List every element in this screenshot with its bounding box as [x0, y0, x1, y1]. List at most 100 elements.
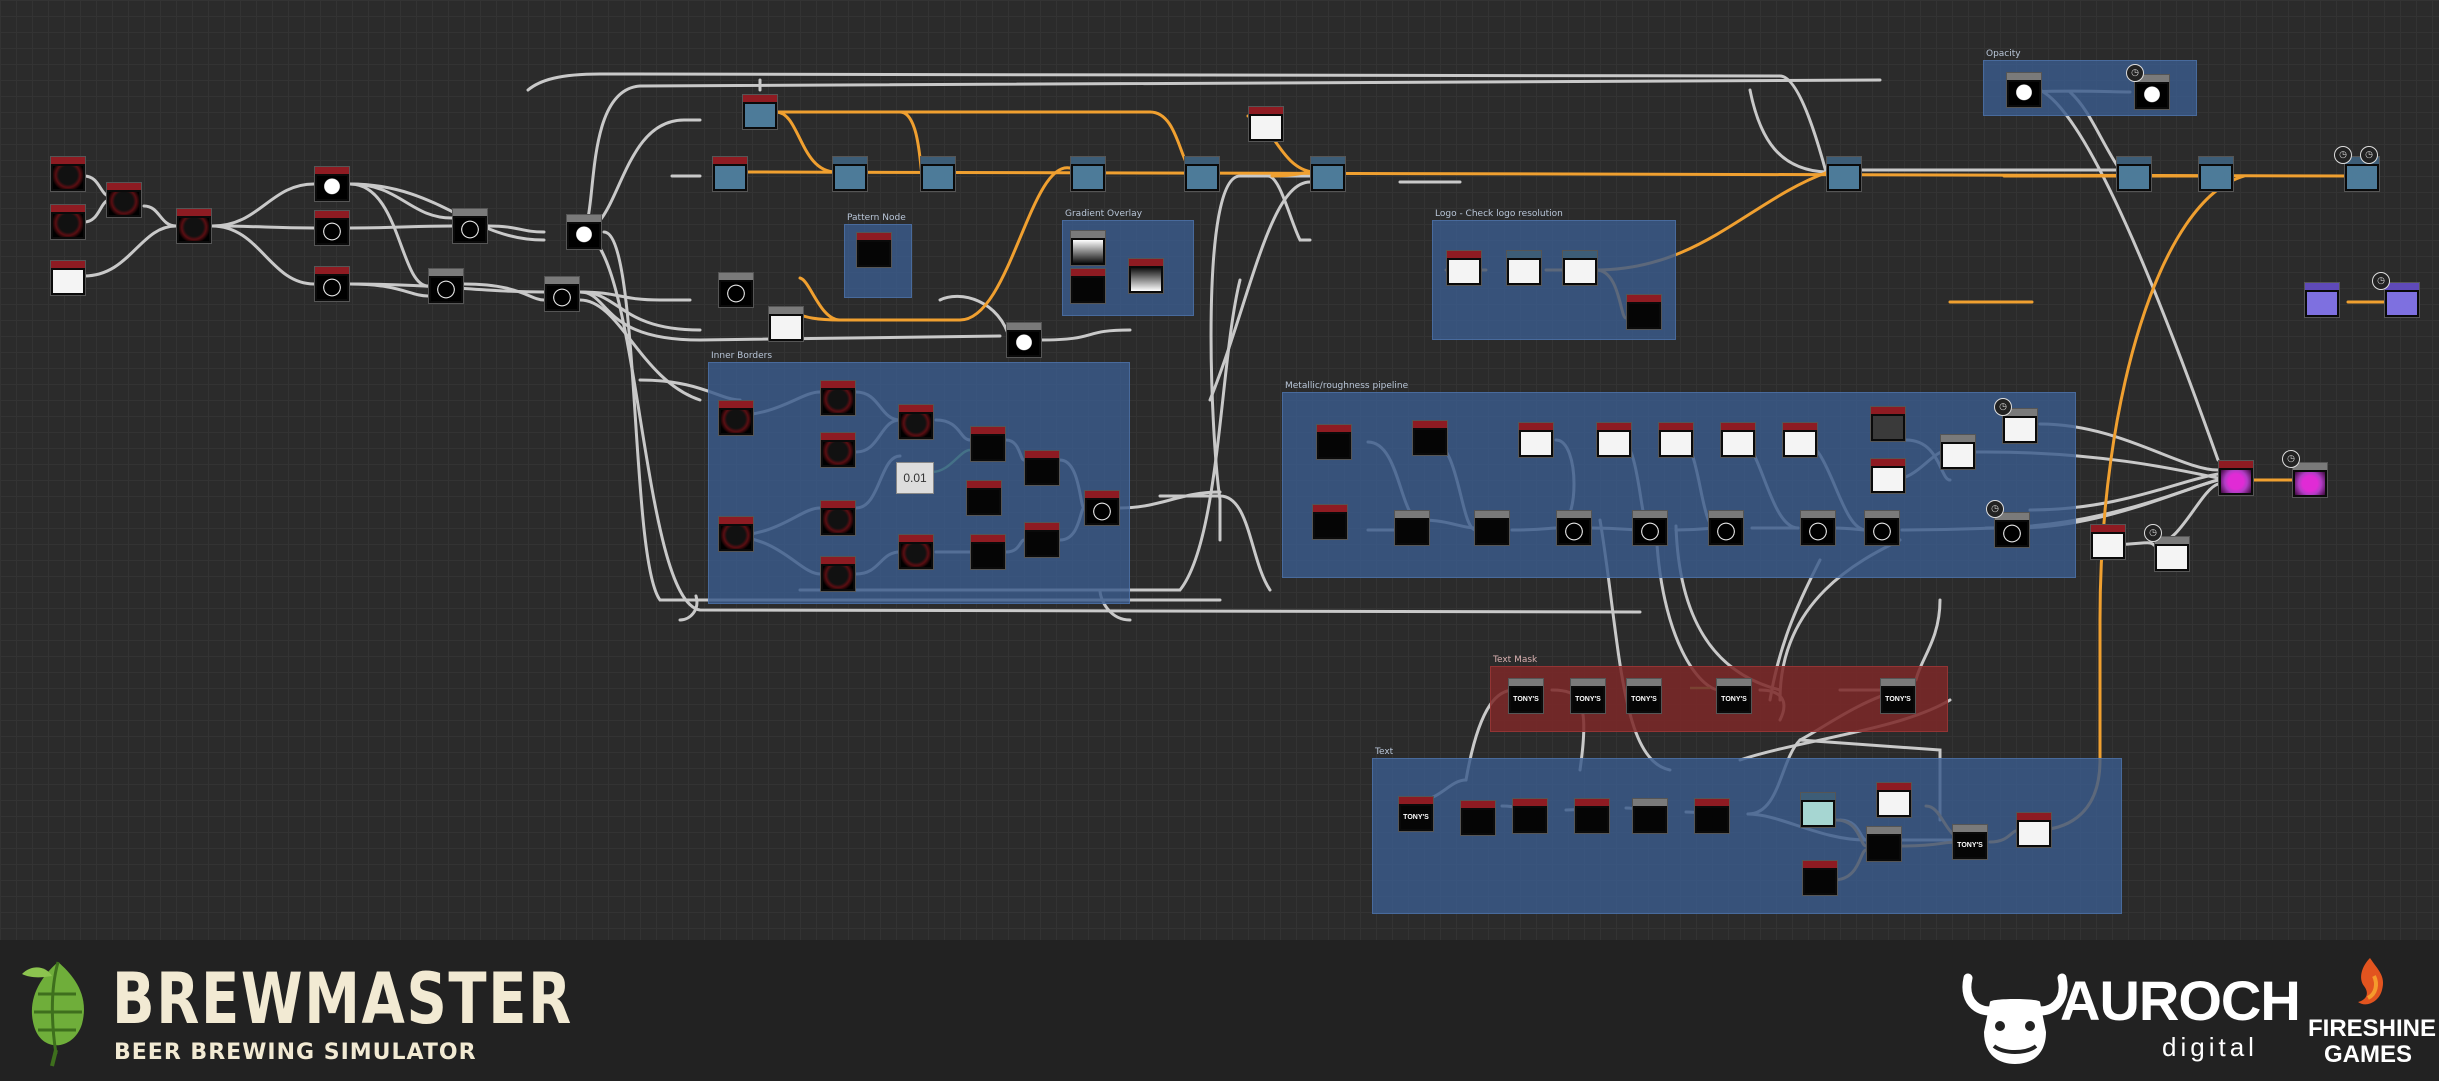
graph-node[interactable] — [2198, 156, 2234, 192]
graph-node[interactable] — [566, 214, 602, 250]
graph-node[interactable] — [1574, 798, 1610, 834]
graph-node[interactable] — [970, 534, 1006, 570]
graph-node[interactable] — [1316, 424, 1352, 460]
graph-node[interactable] — [1866, 826, 1902, 862]
graph-node[interactable] — [1412, 420, 1448, 456]
graph-node[interactable] — [1708, 510, 1744, 546]
graph-node[interactable] — [1512, 798, 1548, 834]
graph-node[interactable] — [1518, 422, 1554, 458]
graph-node[interactable] — [2292, 462, 2328, 498]
graph-node[interactable] — [2090, 524, 2126, 560]
graph-node[interactable] — [1632, 510, 1668, 546]
frame-metallic-roughness[interactable]: Metallic/roughness pipeline — [1282, 381, 2076, 578]
graph-node[interactable] — [314, 166, 350, 202]
graph-node[interactable] — [970, 426, 1006, 462]
graph-node[interactable] — [820, 556, 856, 592]
graph-node[interactable] — [1800, 792, 1836, 828]
graph-node[interactable] — [920, 156, 956, 192]
graph-node[interactable] — [718, 272, 754, 308]
graph-node[interactable] — [2384, 282, 2420, 318]
graph-node[interactable] — [712, 156, 748, 192]
graph-node[interactable] — [2116, 156, 2152, 192]
graph-node[interactable] — [768, 306, 804, 342]
graph-node[interactable]: TONY'S — [1398, 796, 1434, 832]
graph-node[interactable] — [1800, 510, 1836, 546]
graph-node[interactable] — [1070, 156, 1106, 192]
graph-node[interactable] — [1310, 156, 1346, 192]
graph-node[interactable]: TONY'S — [1880, 678, 1916, 714]
graph-node[interactable] — [1632, 798, 1668, 834]
node-thumbnail — [1559, 520, 1589, 543]
graph-node[interactable] — [314, 266, 350, 302]
graph-node[interactable] — [820, 380, 856, 416]
graph-node[interactable] — [820, 500, 856, 536]
graph-node[interactable] — [832, 156, 868, 192]
graph-node[interactable] — [1782, 422, 1818, 458]
graph-node[interactable] — [452, 208, 488, 244]
graph-node[interactable] — [1870, 406, 1906, 442]
graph-node[interactable] — [1870, 458, 1906, 494]
graph-node[interactable] — [742, 94, 778, 130]
graph-node[interactable]: TONY'S — [1570, 678, 1606, 714]
graph-node[interactable] — [898, 534, 934, 570]
graph-node[interactable] — [50, 156, 86, 192]
graph-node[interactable] — [2016, 812, 2052, 848]
graph-node[interactable] — [966, 480, 1002, 516]
graph-node[interactable] — [1802, 860, 1838, 896]
graph-node[interactable] — [1248, 106, 1284, 142]
graph-node[interactable]: TONY'S — [1716, 678, 1752, 714]
graph-node[interactable] — [314, 210, 350, 246]
graph-node[interactable] — [106, 182, 142, 218]
graph-node[interactable] — [2002, 408, 2038, 444]
graph-node[interactable] — [1084, 490, 1120, 526]
graph-node[interactable] — [428, 268, 464, 304]
graph-node[interactable] — [2154, 536, 2190, 572]
graph-node[interactable]: TONY'S — [1952, 824, 1988, 860]
graph-node[interactable] — [1876, 782, 1912, 818]
graph-node[interactable] — [1070, 268, 1106, 304]
node-thumbnail — [721, 410, 751, 433]
graph-node[interactable] — [544, 276, 580, 312]
graph-node[interactable] — [1184, 156, 1220, 192]
graph-node[interactable] — [176, 208, 212, 244]
node-text-thumbnail: TONY'S — [1573, 688, 1603, 711]
graph-node[interactable] — [50, 260, 86, 296]
graph-node[interactable] — [1596, 422, 1632, 458]
graph-node[interactable] — [1994, 512, 2030, 548]
graph-node[interactable] — [1864, 510, 1900, 546]
graph-node[interactable] — [2218, 460, 2254, 496]
graph-node[interactable] — [1720, 422, 1756, 458]
graph-node[interactable]: TONY'S — [1626, 678, 1662, 714]
graph-node[interactable] — [820, 432, 856, 468]
graph-node[interactable] — [1070, 230, 1106, 266]
graph-node[interactable]: TONY'S — [1508, 678, 1544, 714]
graph-node[interactable] — [1506, 250, 1542, 286]
node-graph-canvas[interactable]: Opacity Pattern Node Gradient Overlay Lo… — [0, 0, 2439, 940]
graph-node[interactable] — [1556, 510, 1592, 546]
graph-node[interactable] — [1658, 422, 1694, 458]
node-thumbnail — [1313, 166, 1343, 189]
graph-node[interactable] — [50, 204, 86, 240]
graph-node[interactable] — [1562, 250, 1598, 286]
graph-node[interactable] — [1312, 504, 1348, 540]
graph-node[interactable] — [1446, 250, 1482, 286]
graph-node[interactable] — [1024, 450, 1060, 486]
float-parameter-node[interactable]: 0.01 — [896, 462, 934, 494]
graph-node[interactable] — [2304, 282, 2340, 318]
graph-node[interactable] — [1826, 156, 1862, 192]
graph-node[interactable] — [1024, 522, 1060, 558]
graph-node[interactable] — [1694, 798, 1730, 834]
graph-node[interactable] — [1460, 800, 1496, 836]
graph-node[interactable] — [1006, 322, 1042, 358]
graph-node[interactable] — [898, 404, 934, 440]
graph-node[interactable] — [1128, 258, 1164, 294]
frame-text[interactable]: Text — [1372, 747, 2122, 914]
graph-node[interactable] — [1394, 510, 1430, 546]
graph-node[interactable] — [718, 400, 754, 436]
graph-node[interactable] — [718, 516, 754, 552]
graph-node[interactable] — [1940, 434, 1976, 470]
graph-node[interactable] — [1626, 294, 1662, 330]
graph-node[interactable] — [856, 232, 892, 268]
graph-node[interactable] — [1474, 510, 1510, 546]
graph-node[interactable] — [2006, 72, 2042, 108]
